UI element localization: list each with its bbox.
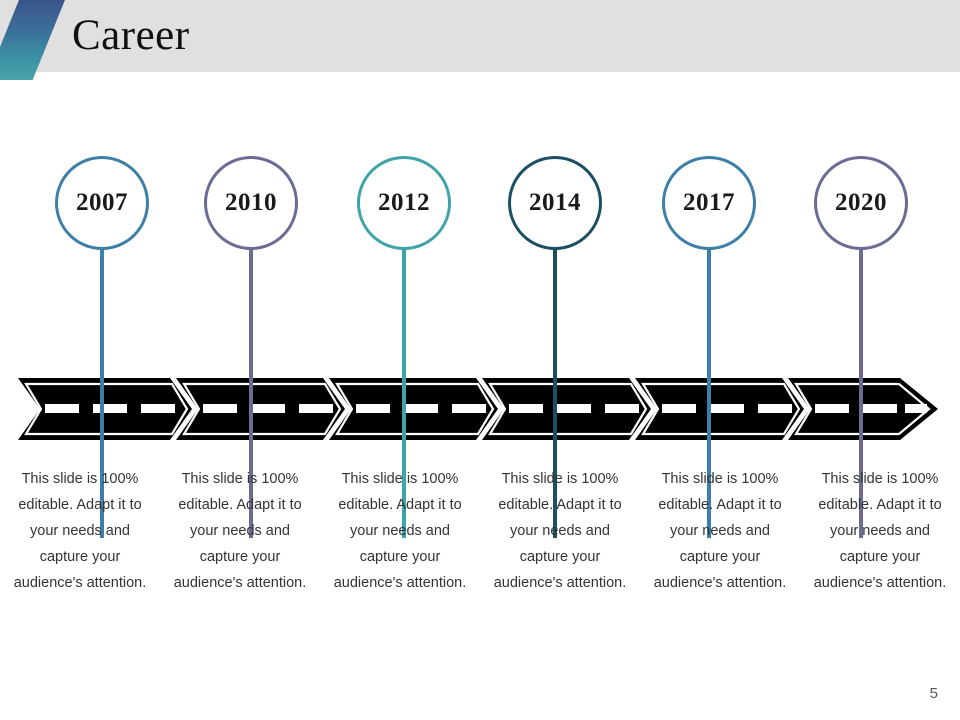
timeline-stem-2007 (100, 248, 104, 538)
road-svg (18, 378, 938, 440)
timeline-year-2007: 2007 (76, 189, 128, 216)
timeline-stem-2014 (553, 248, 557, 538)
timeline-node-2010[interactable]: 2010 (204, 156, 298, 538)
description-2020: This slide is 100% editable. Adapt it to… (813, 471, 947, 591)
page-title: Career (72, 12, 190, 59)
timeline-stem-2020 (859, 248, 863, 538)
timeline-year-2014: 2014 (529, 189, 581, 216)
timeline-year-2020: 2020 (835, 189, 887, 216)
timeline-node-2007[interactable]: 2007 (55, 156, 149, 538)
description-2010: This slide is 100% editable. Adapt it to… (173, 471, 307, 591)
timeline-circle-2014 (508, 156, 602, 250)
road-edge-lines (24, 382, 931, 436)
timeline-circle-2012 (357, 156, 451, 250)
timeline-node-2012[interactable]: 2012 (357, 156, 451, 538)
timeline-node-2017[interactable]: 2017 (662, 156, 756, 538)
timeline-year-2012: 2012 (378, 189, 430, 216)
timeline-circle-2010 (204, 156, 298, 250)
page-number: 5 (929, 685, 938, 702)
timeline-circle-2017 (662, 156, 756, 250)
timeline-stem-2012 (402, 248, 406, 538)
timeline-stem-2017 (707, 248, 711, 538)
road-center-dashes (45, 404, 927, 413)
description-2014: This slide is 100% editable. Adapt it to… (493, 471, 627, 591)
timeline-circle-2007 (55, 156, 149, 250)
timeline-circle-2020 (814, 156, 908, 250)
description-2007: This slide is 100% editable. Adapt it to… (13, 471, 147, 591)
timeline-year-2010: 2010 (225, 189, 277, 216)
timeline-year-2017: 2017 (683, 189, 735, 216)
road-graphic (0, 376, 960, 442)
description-row: This slide is 100% editable. Adapt it to… (0, 466, 960, 596)
description-2012: This slide is 100% editable. Adapt it to… (333, 471, 467, 591)
slide-header-band (0, 0, 960, 72)
timeline-node-2014[interactable]: 2014 (508, 156, 602, 538)
description-2017: This slide is 100% editable. Adapt it to… (653, 471, 787, 591)
timeline-node-2020[interactable]: 2020 (814, 156, 908, 538)
timeline-stem-2010 (249, 248, 253, 538)
